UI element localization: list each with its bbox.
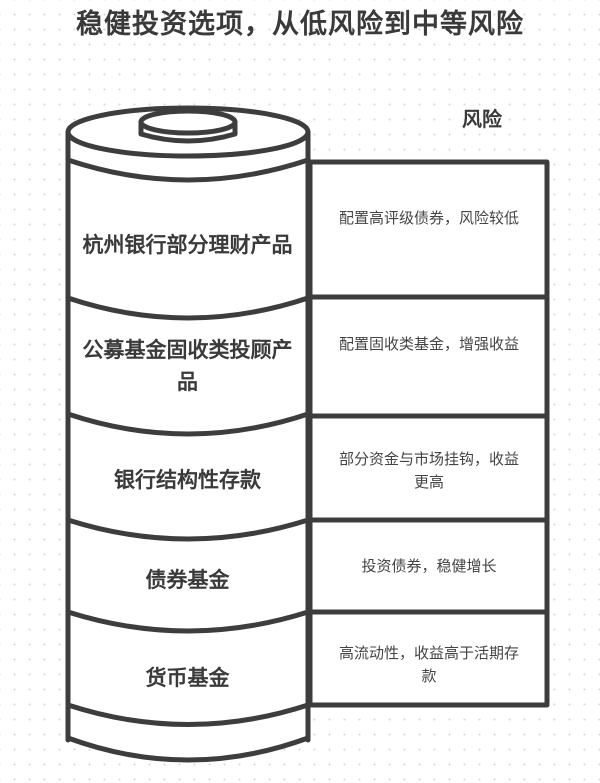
- layer-description-hangzhou-bank: 配置高评级债券，风险较低: [338, 209, 519, 227]
- layer-description-bond-fund: 投资债券，稳健增长: [361, 557, 497, 575]
- layer-description-structured-deposit: 部分资金与市场挂钩，收益更高: [338, 450, 519, 491]
- layer-label-hangzhou-bank: 杭州银行部分理财产品: [82, 232, 293, 257]
- layer-label-money-market-fund: 货币基金: [145, 665, 230, 690]
- layer-description-money-market-fund: 高流动性，收益高于活期存款: [338, 644, 519, 685]
- description-column-frame: [307, 159, 550, 708]
- layer-description-public-fund-advisory: 配置固收类基金，增强收益: [338, 335, 519, 353]
- risk-axis-label: 风险: [462, 107, 502, 131]
- diagram-title: 稳健投资选项，从低风险到中等风险: [76, 9, 524, 40]
- layer-label-public-fund-advisory: 公募基金固收类投顾产品: [82, 337, 293, 394]
- layer-label-structured-deposit: 银行结构性存款: [114, 467, 261, 492]
- layer-label-bond-fund: 债券基金: [145, 567, 230, 592]
- layer-separator: [65, 157, 311, 183]
